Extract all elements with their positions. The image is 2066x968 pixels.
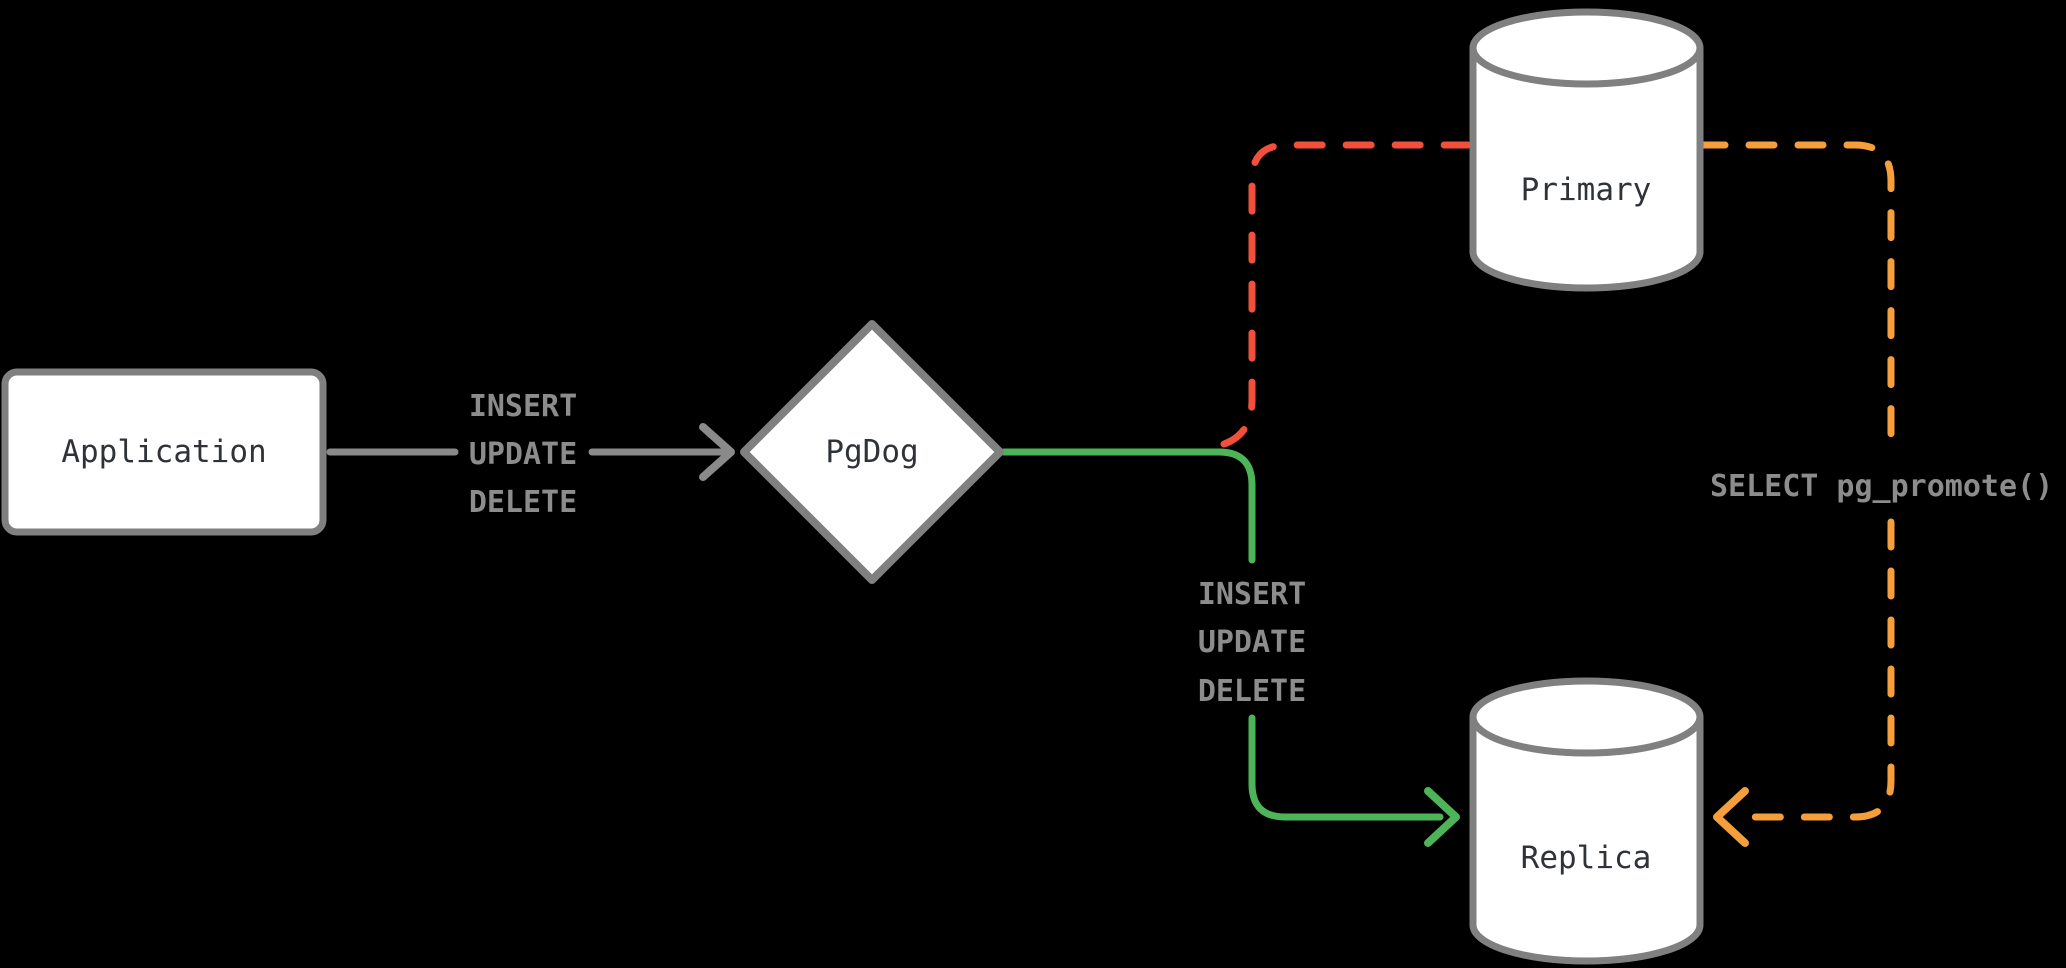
primary-cylinder-body — [1469, 48, 1704, 292]
orange-dashed-path-upper — [1696, 141, 1895, 459]
write-edge-label-delete: DELETE — [1198, 674, 1306, 709]
primary-cylinder-top — [1469, 8, 1704, 88]
edge-pgdog-to-primary — [1220, 141, 1472, 448]
app-edge-label-delete: DELETE — [469, 485, 577, 520]
primary-label: Primary — [1521, 172, 1652, 208]
pgdog-label: PgDog — [825, 434, 918, 470]
app-edge-label-insert: INSERT — [469, 389, 577, 424]
edge-app-to-pgdog: INSERT UPDATE DELETE — [326, 389, 735, 520]
green-arrowhead-icon — [1424, 787, 1460, 847]
node-replica: Replica — [1469, 677, 1704, 965]
application-box — [1, 368, 327, 536]
edge-primary-to-replica: SELECT pg_promote() — [1696, 141, 2053, 847]
red-dashed-path — [1220, 141, 1472, 448]
write-edge-label-insert: INSERT — [1198, 577, 1306, 612]
orange-dashed-path-lower — [1731, 518, 1895, 821]
green-path-lower — [1248, 714, 1444, 821]
promote-edge-label: SELECT pg_promote() — [1710, 469, 2053, 504]
app-edge-label-update: UPDATE — [469, 437, 577, 472]
orange-arrowhead-icon — [1713, 787, 1749, 847]
replica-cylinder-top — [1469, 677, 1704, 757]
app-edge-arrowhead-icon — [699, 423, 735, 481]
replica-cylinder-body — [1469, 717, 1704, 965]
write-edge-label-update: UPDATE — [1198, 625, 1306, 660]
application-label: Application — [61, 434, 266, 470]
edge-pgdog-to-replica: INSERT UPDATE DELETE — [1000, 448, 1460, 847]
replica-label: Replica — [1521, 840, 1652, 876]
node-application: Application — [1, 368, 327, 536]
pgdog-diamond — [740, 320, 1004, 584]
node-pgdog: PgDog — [740, 320, 1004, 584]
node-primary: Primary — [1469, 8, 1704, 292]
green-path-upper — [1000, 448, 1256, 564]
